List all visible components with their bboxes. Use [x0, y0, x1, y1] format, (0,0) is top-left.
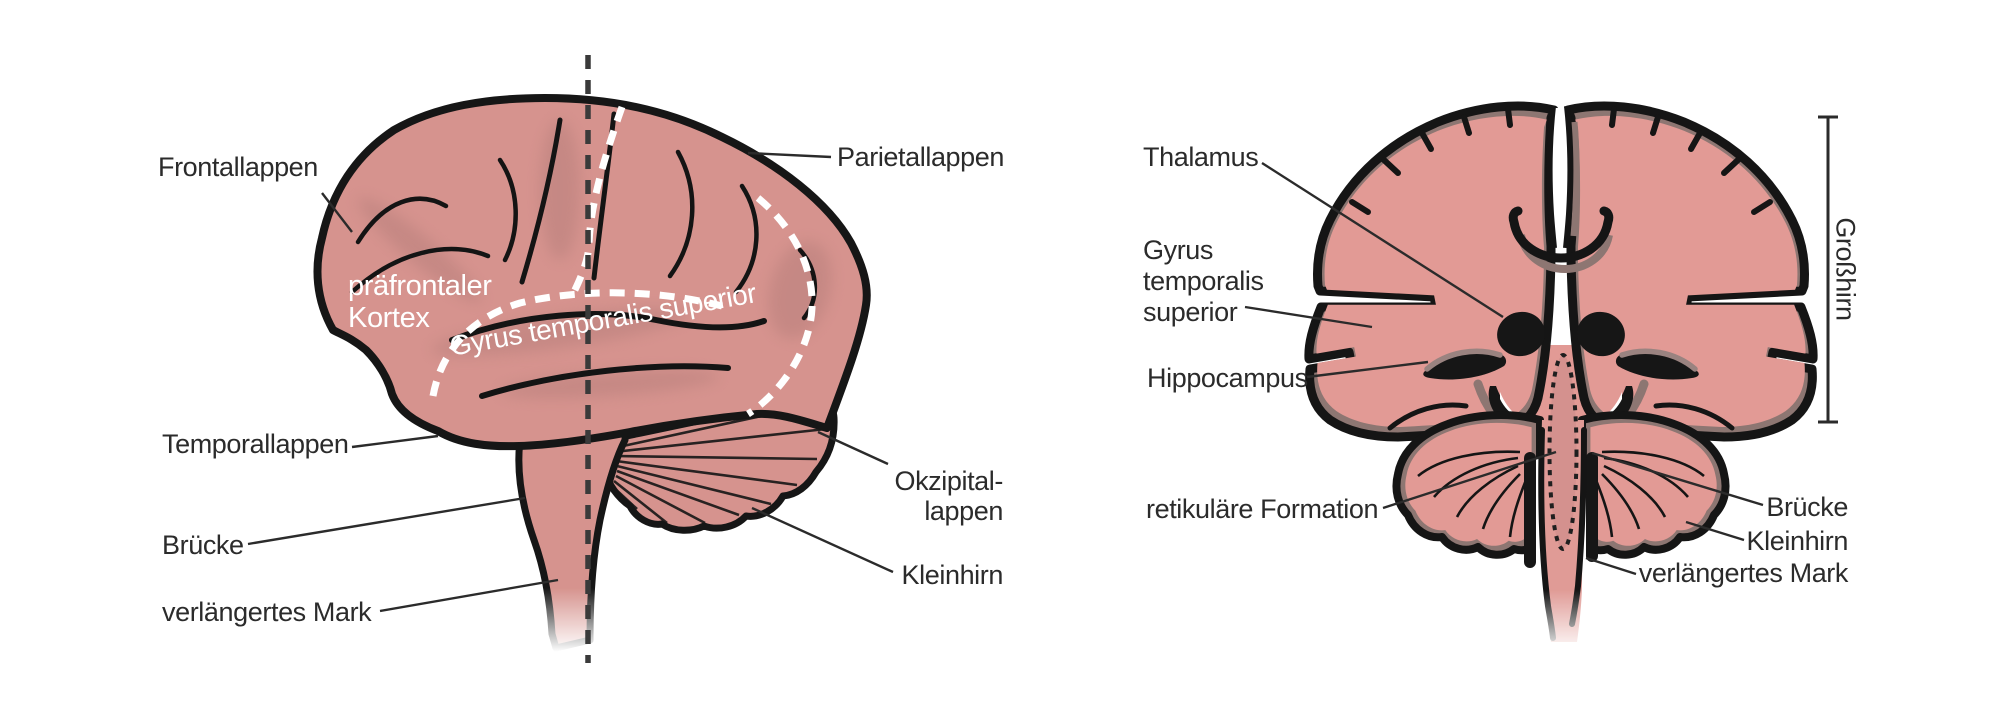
- label-thalamus: Thalamus: [1143, 142, 1259, 172]
- label-grosshirn: Großhirn: [1830, 217, 1861, 321]
- leader-kleinhirn-lateral: [751, 506, 894, 574]
- label-temporallappen: Temporallappen: [162, 429, 349, 459]
- label-retikulaere-formation: retikuläre Formation: [1146, 494, 1379, 524]
- reticular-formation-dashed-outline: [1547, 353, 1579, 551]
- cerebral-hemisphere-right: [1568, 106, 1813, 437]
- leader-frontallappen: [321, 192, 353, 233]
- label-okzipitallappen: Okzipital- lappen: [894, 466, 1003, 527]
- label-kleinhirn-coronal: Kleinhirn: [1746, 526, 1849, 556]
- medulla-fade-coronal: [1516, 590, 1616, 675]
- cerebellum-coronal-left: [1392, 411, 1544, 559]
- leader-parietallappen: [747, 151, 832, 159]
- label-hippocampus: Hippocampus: [1147, 363, 1308, 393]
- medial-fissure: [1546, 105, 1580, 249]
- label-gyrus-temporalis-superior-coronal: Gyrus temporalis superior: [1143, 235, 1264, 327]
- leader-gyrus-temporalis-superior: [1244, 305, 1373, 329]
- leader-okzipitallappen: [817, 430, 889, 466]
- leader-kleinhirn-coronal: [1685, 520, 1745, 542]
- label-bruecke-lateral: Brücke: [162, 530, 244, 560]
- leader-thalamus: [1261, 161, 1504, 319]
- cerebrum-lateral: [313, 94, 871, 451]
- label-frontallappen: Frontallappen: [158, 152, 318, 182]
- grosshirn-bracket: [1818, 115, 1838, 424]
- thalamus-shape: [1497, 311, 1545, 357]
- medulla-fade: [500, 588, 655, 673]
- lateral-leader-lines: [247, 151, 894, 613]
- cerebellum-lateral: [594, 394, 838, 534]
- leader-bruecke-lateral: [247, 496, 526, 546]
- leader-verlaengertes-mark-lateral: [379, 578, 559, 613]
- leader-retikulaere-formation: [1382, 450, 1557, 510]
- label-verlaengertes-mark-coronal: verlängertes Mark: [1638, 558, 1849, 588]
- leader-hippocampus: [1306, 360, 1429, 379]
- label-parietallappen: Parietallappen: [837, 142, 1005, 172]
- coronal-leader-lines: [1244, 161, 1764, 576]
- occipital-boundary-dashed: [746, 195, 816, 417]
- lateral-brain-illustration: [247, 55, 894, 673]
- leader-bruecke-coronal: [1591, 451, 1764, 507]
- label-kleinhirn-lateral: Kleinhirn: [901, 560, 1004, 590]
- label-verlaengertes-mark-lateral: verlängertes Mark: [162, 597, 372, 627]
- corpus-callosum-crescent: [1508, 206, 1614, 274]
- gyrus-band-dashed: [429, 289, 723, 397]
- leader-temporallappen: [351, 434, 439, 449]
- label-praefrontaler-kortex: präfrontaler Kortex: [348, 270, 492, 335]
- coronal-brain-illustration: [1244, 105, 1838, 675]
- label-bruecke-coronal: Brücke: [1766, 492, 1848, 522]
- leader-verlaengertes-mark-coronal: [1585, 556, 1637, 576]
- hippocampus-shape: [1423, 348, 1507, 380]
